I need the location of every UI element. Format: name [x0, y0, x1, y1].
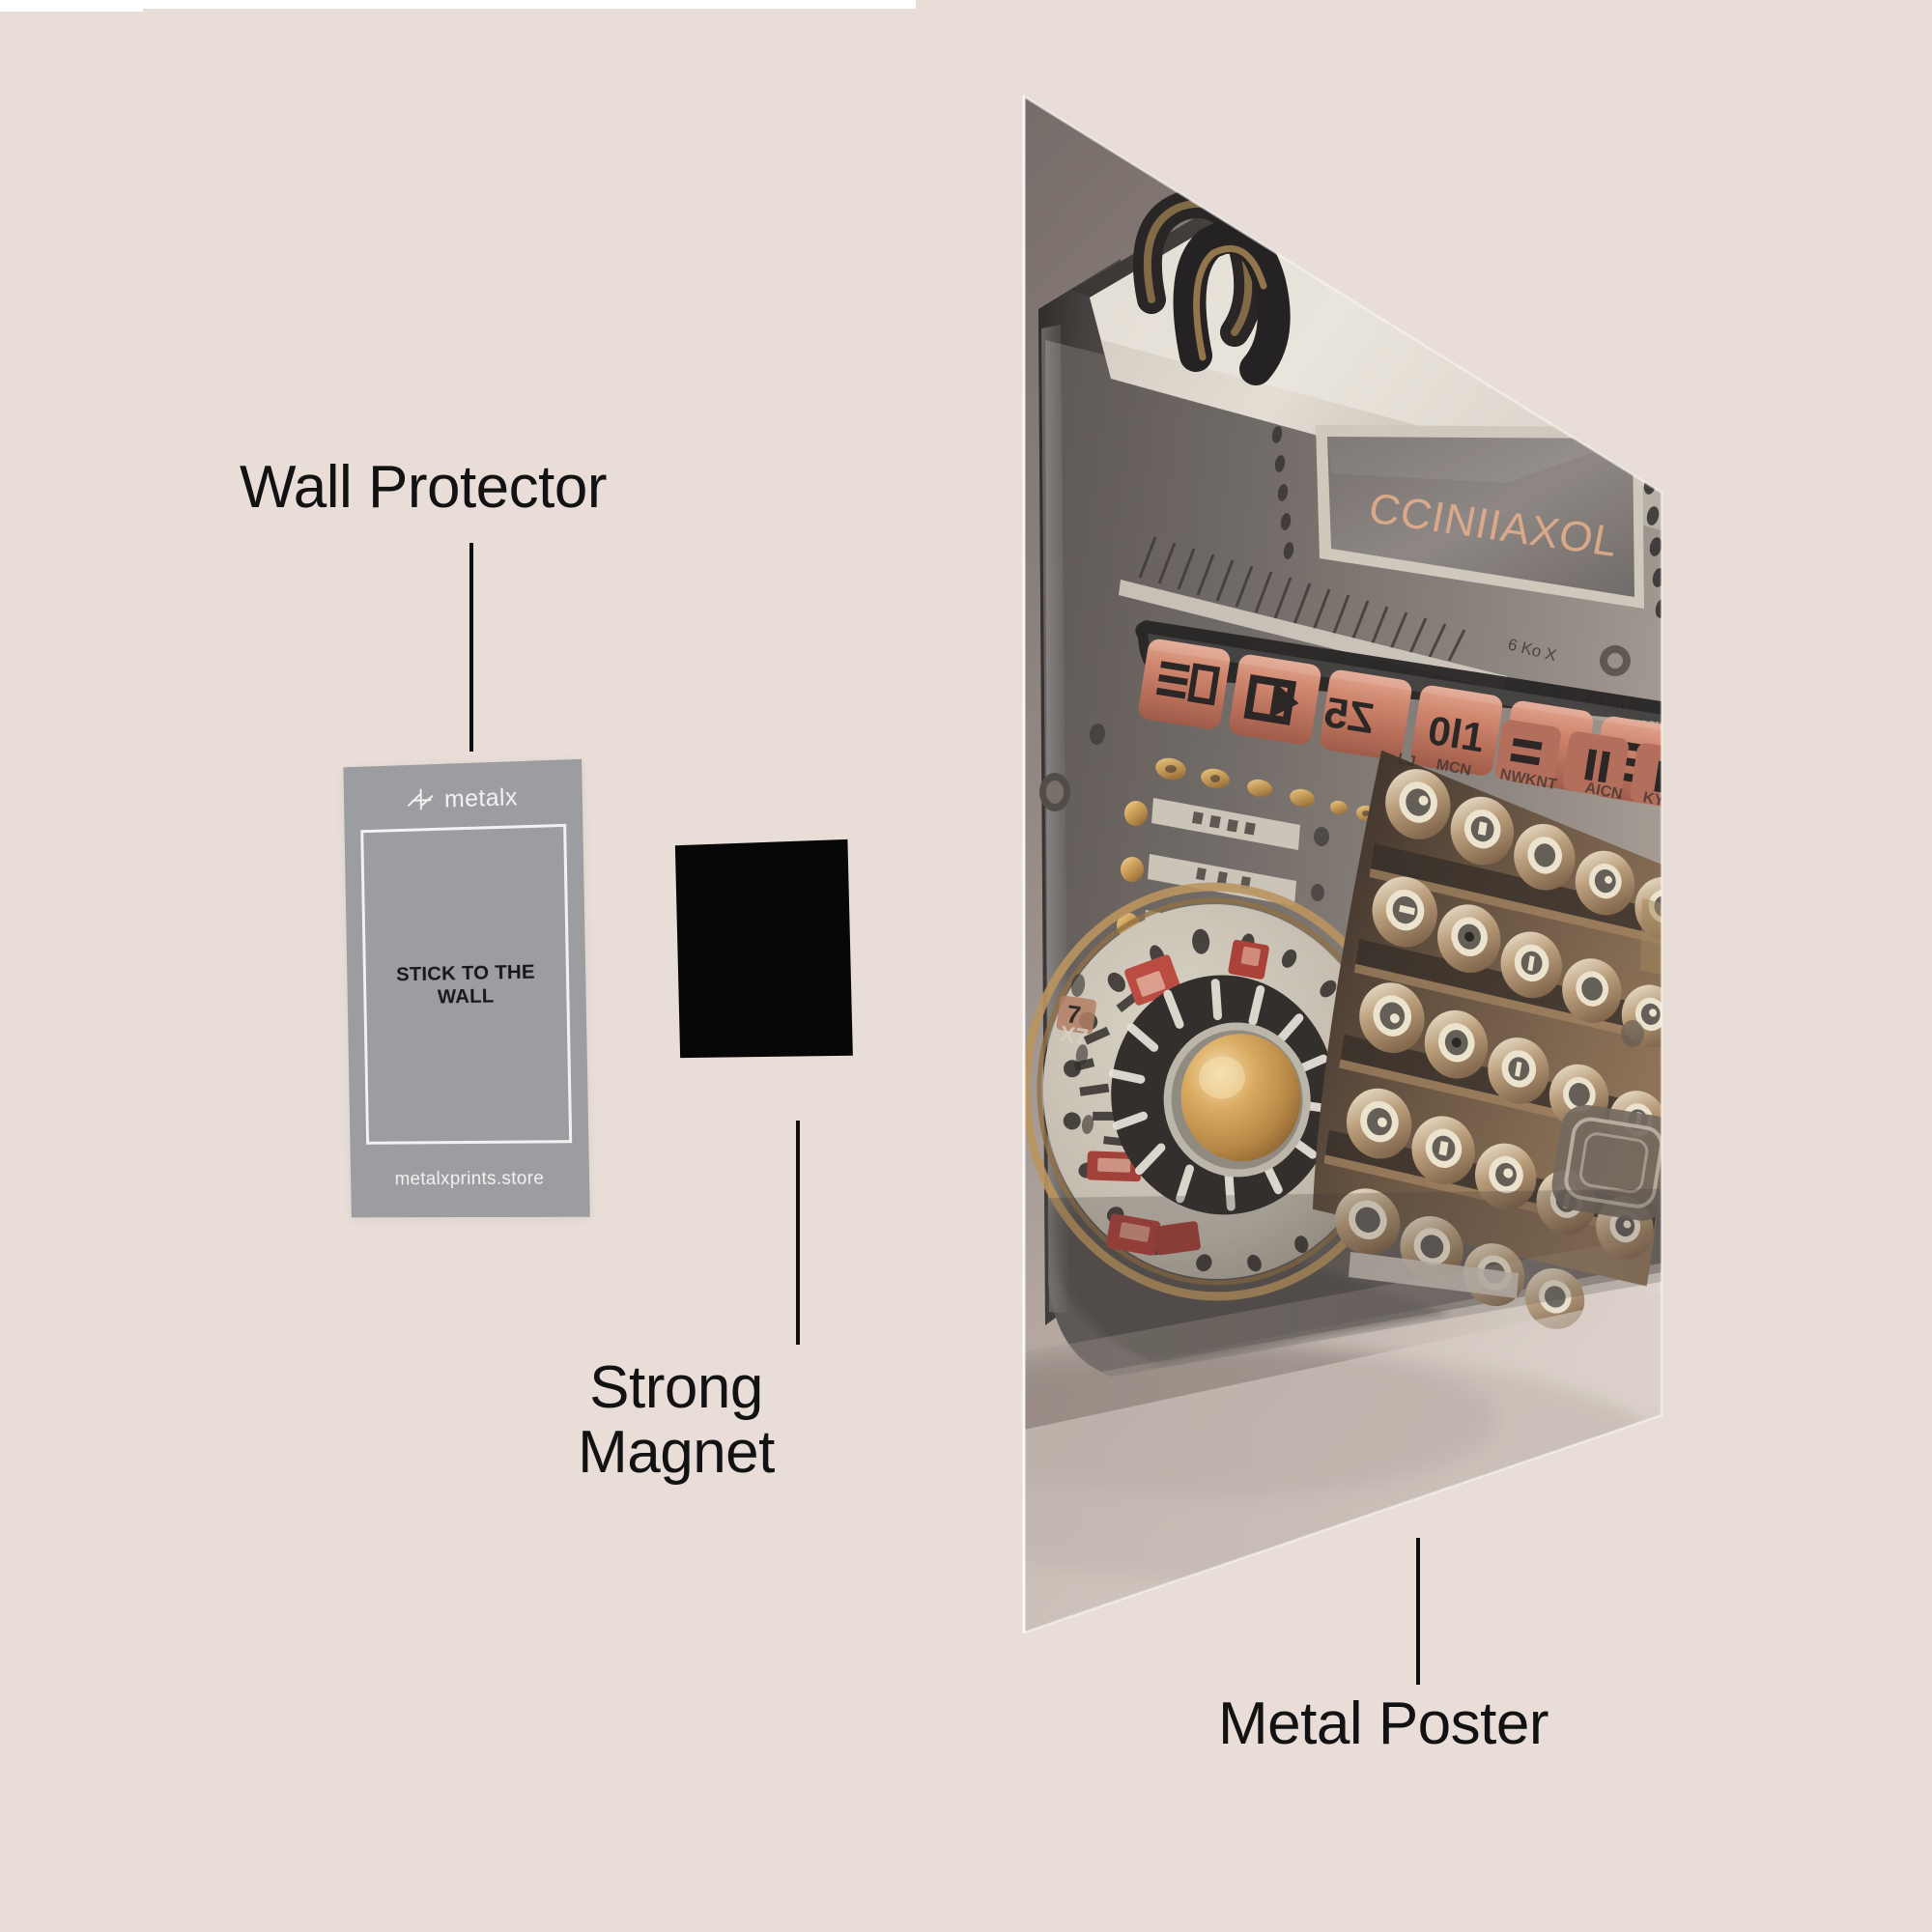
top-white-strip-left: [0, 0, 143, 12]
svg-text:LJ: LJ: [1396, 751, 1417, 770]
metal-poster-leader-line: [1416, 1538, 1420, 1685]
svg-text:CCINIIAXOL: CCINIIAXOL: [1365, 485, 1622, 566]
strong-magnet-label: Strong Magnet: [578, 1354, 775, 1486]
svg-text:0l1: 0l1: [1425, 707, 1488, 761]
store-url-text: metalxprints.store: [394, 1168, 545, 1190]
svg-text:6 Ko X: 6 Ko X: [1506, 635, 1558, 665]
strong-magnet-square: [674, 838, 853, 1059]
card-inner-frame: STICK TO THE WALL: [360, 823, 573, 1145]
svg-text:Z5: Z5: [1505, 721, 1559, 773]
svg-text:NWKNT: NWKNT: [1498, 766, 1558, 793]
svg-text:Z5: Z5: [1321, 689, 1378, 743]
brand-logo: metalx: [344, 782, 582, 815]
svg-text:X7: X7: [1058, 1021, 1090, 1051]
wall-protector-card: metalx STICK TO THE WALL metalxprints.st…: [343, 758, 590, 1218]
stick-to-the-wall-text: STICK TO THE WALL: [395, 960, 536, 1009]
svg-text:AICN: AICN: [1583, 780, 1624, 803]
brand-wordmark: metalx: [443, 782, 519, 813]
strong-magnet-leader-line: [796, 1121, 800, 1345]
wall-protector-leader-line: [469, 543, 473, 752]
svg-text:3Ca: 3Ca: [1529, 677, 1563, 702]
metalx-cross-icon: [407, 787, 436, 813]
svg-text:MCN: MCN: [1435, 756, 1472, 780]
svg-text:GNAN: GNAN: [1583, 691, 1634, 720]
svg-text:KY: KY: [1641, 789, 1665, 810]
top-white-strip: [143, 0, 916, 9]
wall-protector-label: Wall Protector: [240, 454, 608, 521]
metal-poster-label: Metal Poster: [1217, 1690, 1549, 1757]
svg-text:ANE: ANE: [1632, 712, 1669, 738]
svg-text:7: 7: [1065, 999, 1083, 1030]
